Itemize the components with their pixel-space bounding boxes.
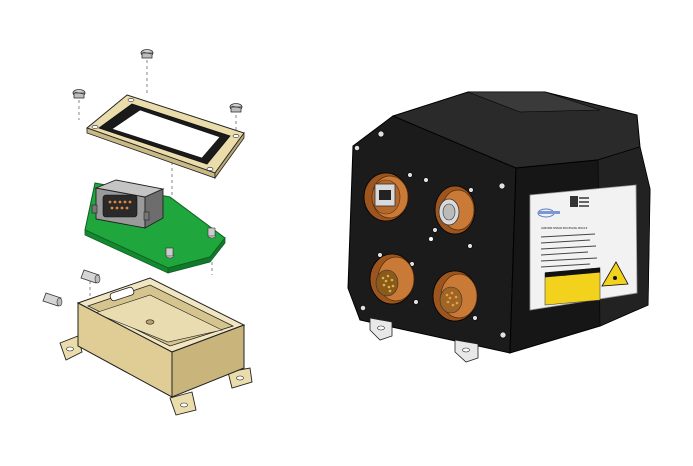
screw: [229, 103, 243, 113]
small-circular-connector: [434, 185, 476, 235]
caution-sticker: CAUTION: [544, 267, 601, 306]
laser-warning-icon: [601, 261, 629, 287]
caution-text: CAUTION: [556, 274, 566, 277]
label-title: AIRBORNE SENSOR PROCESSING MODULE: [541, 227, 588, 230]
connector: [91, 179, 165, 229]
standoff: [42, 292, 63, 307]
label-plate: AIRBORNE SENSOR PROCESSING MODULE CAUTIO…: [529, 184, 638, 311]
standoff: [80, 269, 101, 284]
exploded-assembly-view: [42, 49, 253, 416]
assembled-module-view: AIRBORNE SENSOR PROCESSING MODULE CAUTIO…: [347, 91, 651, 363]
mounting-bracket: [369, 317, 393, 341]
cover-plate: [85, 94, 245, 180]
screw: [140, 49, 154, 59]
large-circular-connector: [369, 253, 415, 305]
ethernet-connector: [363, 172, 409, 222]
enclosure-base: [59, 277, 253, 416]
logo: [537, 208, 560, 218]
large-circular-connector: [432, 270, 478, 322]
screw: [72, 89, 86, 99]
mounting-bracket: [454, 339, 479, 363]
